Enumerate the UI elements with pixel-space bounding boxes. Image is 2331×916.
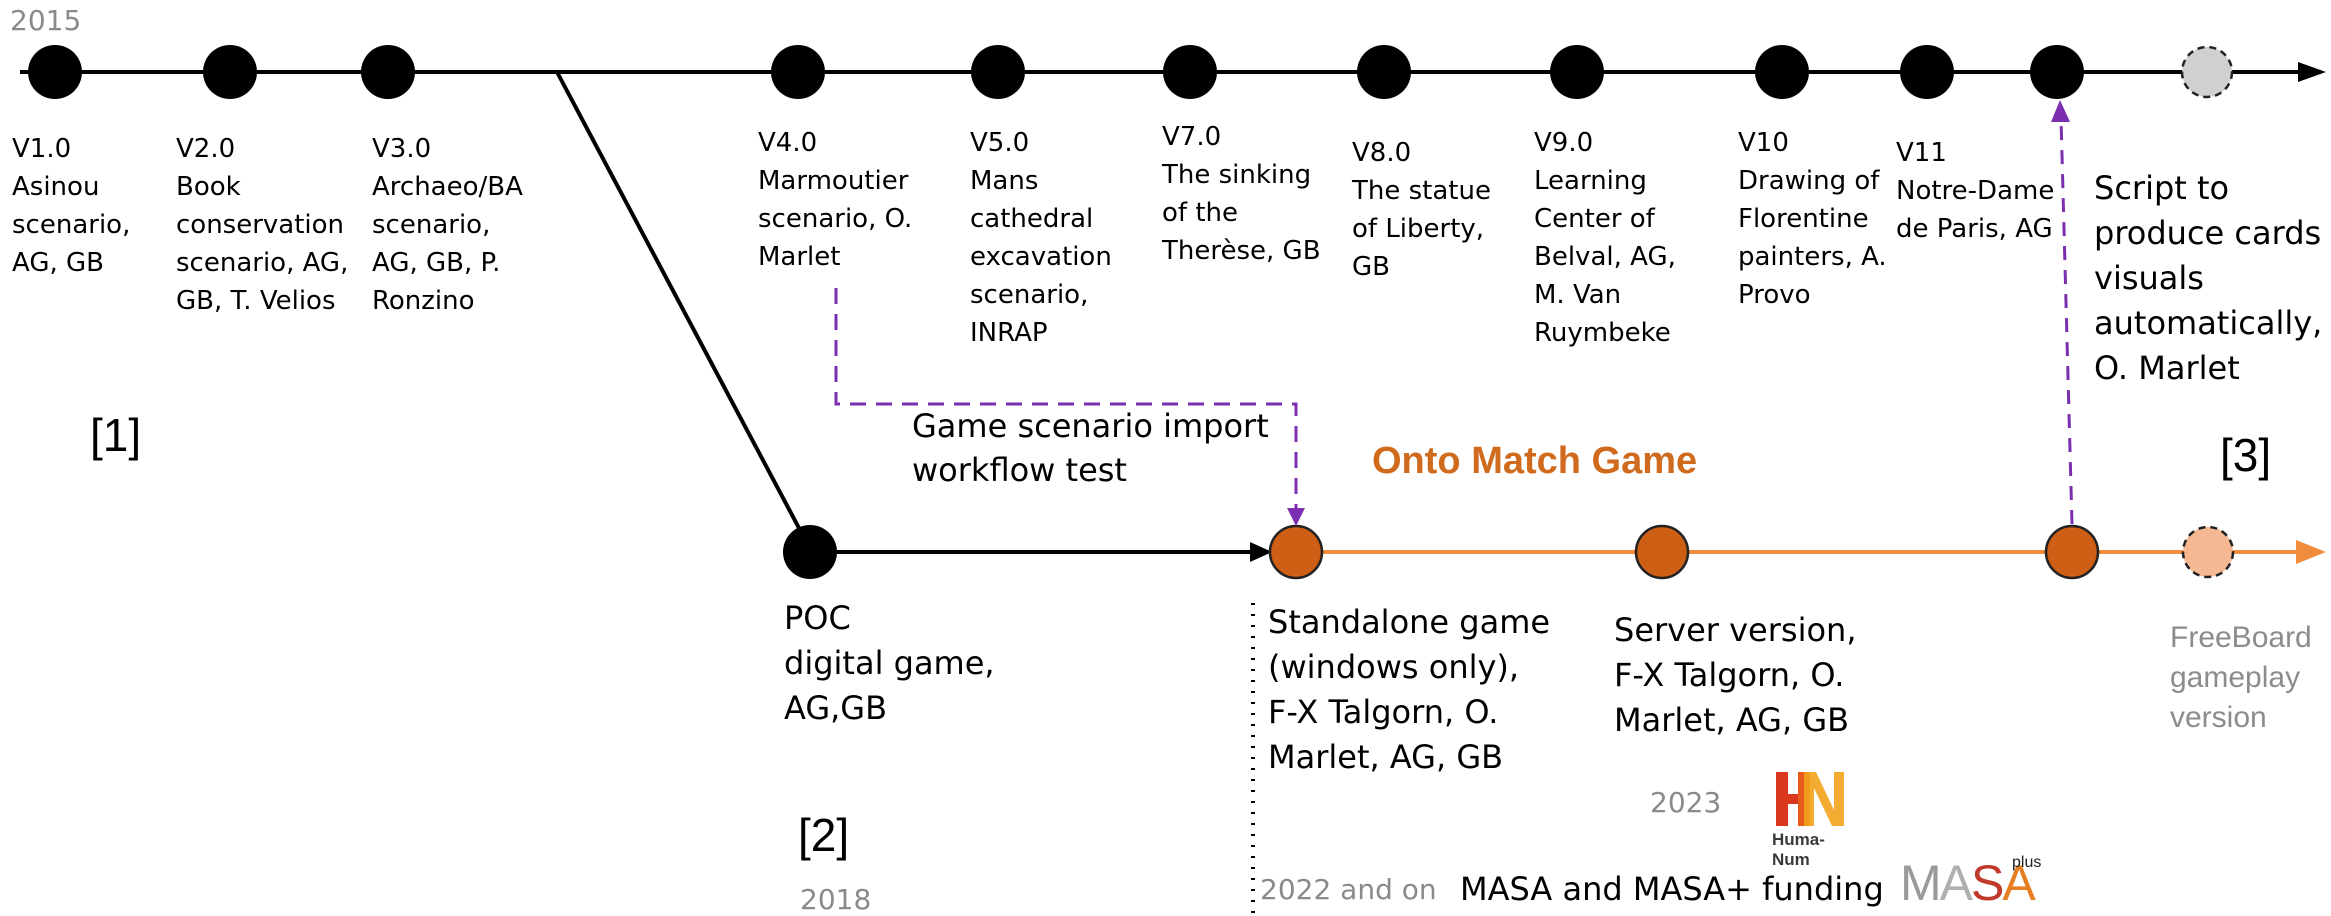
- ref-2: [2]: [798, 809, 850, 861]
- version-label-v10: V10 Drawing of Florentine painters, A. P…: [1738, 128, 1887, 310]
- masa-plus-text: plus: [2012, 854, 2042, 871]
- poc-node: [783, 525, 837, 579]
- year-poc-label: 2018: [800, 883, 872, 916]
- huma-num-text: Huma-Num: [1772, 830, 1825, 869]
- version-label-v2: V2.0 Book conservation scenario, AG, GB,…: [176, 134, 349, 316]
- year-start-label: 2015: [10, 4, 82, 37]
- huma-num-logo: Huma-Num: [1768, 770, 1848, 869]
- script-note: Script to produce cards visuals automati…: [2094, 169, 2323, 387]
- version-label-v7: V7.0 The sinking of the Therèse, GB: [1162, 122, 1321, 266]
- cards-node: [2044, 524, 2100, 580]
- server-label: Server version, F-X Talgorn, O. Marlet, …: [1614, 611, 1857, 739]
- version-label-v11: V11 Notre-Dame de Paris, AG: [1896, 138, 2055, 244]
- version-node-v9: [1550, 45, 1604, 99]
- game-timeline-arrowhead: [2296, 540, 2326, 564]
- year-standalone-label: 2022 and on: [1260, 873, 1437, 906]
- version-node-v4: [771, 45, 825, 99]
- funding-label: MASA and MASA+ funding: [1460, 870, 1884, 908]
- import-link-arrow: [834, 288, 1298, 510]
- standalone-node: [1268, 524, 1324, 580]
- import-note: Game scenario import workflow test: [912, 407, 1269, 489]
- future-version-node: [2180, 45, 2234, 99]
- version-node-v7: [1163, 45, 1217, 99]
- standalone-label: Standalone game (windows only), F-X Talg…: [1268, 603, 1551, 776]
- version-label-v5: V5.0 Mans cathedral excavation scenario,…: [970, 128, 1112, 348]
- freeboard-node: [2181, 525, 2235, 579]
- version-label-v9: V9.0 Learning Center of Belval, AG, M. V…: [1534, 128, 1676, 348]
- version-node-v1: [28, 45, 82, 99]
- main-timeline-arrowhead: [2298, 62, 2326, 82]
- version-label-v3: V3.0 Archaeo/BA scenario, AG, GB, P. Ron…: [372, 134, 523, 316]
- poc-arrowhead: [1250, 542, 1272, 562]
- version-label-v4: V4.0 Marmoutier scenario, O. Marlet: [758, 128, 913, 272]
- version-node-v2: [203, 45, 257, 99]
- version-node-v8: [1357, 45, 1411, 99]
- freeboard-label: FreeBoard gameplay version: [2170, 621, 2312, 734]
- version-node-v10b: [1900, 45, 1954, 99]
- version-node-v5: [971, 45, 1025, 99]
- version-node-v3: [361, 45, 415, 99]
- version-label-v1: V1.0 Asinou scenario, AG, GB: [12, 134, 131, 278]
- ref-3: [3]: [2220, 429, 2272, 481]
- branch-line: [555, 71, 802, 531]
- version-node-v10: [1755, 45, 1809, 99]
- masa-text: MASA: [1900, 855, 2036, 911]
- masa-logo: MASA plus: [1900, 850, 2070, 916]
- ref-1: [1]: [90, 409, 142, 461]
- import-link-arrowhead: [1287, 508, 1305, 526]
- version-label-v8: V8.0 The statue of Liberty, GB: [1352, 138, 1491, 282]
- version-node-v11: [2030, 45, 2084, 99]
- game-title: Onto Match Game: [1372, 440, 1698, 482]
- server-node: [1634, 524, 1690, 580]
- script-link-arrow: [2059, 117, 2074, 525]
- year-server-label: 2023: [1650, 786, 1722, 819]
- script-link-arrowhead: [2051, 100, 2070, 122]
- poc-label: POC digital game, AG,GB: [784, 599, 995, 727]
